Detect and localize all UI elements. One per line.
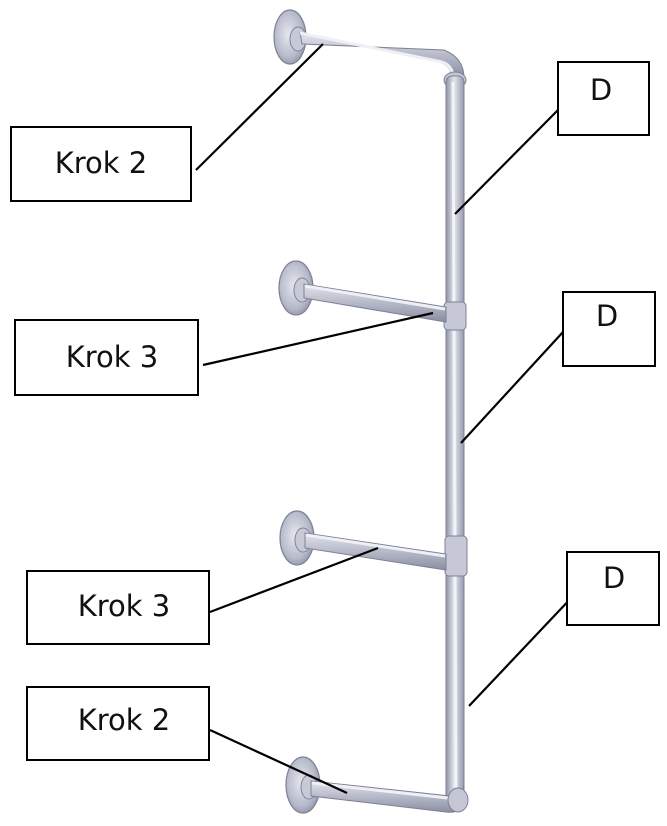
leader-krok2-bottom xyxy=(209,729,348,794)
bottom-arm xyxy=(285,756,469,814)
leader-krok3-upper xyxy=(202,311,434,367)
collar-2 xyxy=(444,535,468,577)
leader-d-middle xyxy=(460,331,564,444)
label-d-top-text: D xyxy=(590,73,612,107)
middle-lower-arm-pipe xyxy=(304,532,447,571)
pipe-structure xyxy=(273,9,469,814)
label-d-middle-text: D xyxy=(596,299,618,333)
leader-lines xyxy=(195,43,575,794)
label-krok3-upper-text: Krok 3 xyxy=(66,340,159,374)
bottom-elbow xyxy=(447,787,469,813)
label-krok2-top: Krok 2 xyxy=(10,126,192,202)
middle-arm-lower xyxy=(279,510,447,571)
label-d-top: D xyxy=(557,61,650,136)
label-krok3-upper: Krok 3 xyxy=(14,319,199,396)
collar-1 xyxy=(443,301,467,331)
label-krok2-bottom: Krok 2 xyxy=(26,686,210,761)
middle-upper-arm-pipe xyxy=(303,283,447,323)
top-arm xyxy=(273,9,467,89)
leader-d-bottom xyxy=(468,594,575,707)
leader-krok2-top xyxy=(195,43,324,171)
label-d-middle: D xyxy=(562,291,656,367)
label-krok3-lower: Krok 3 xyxy=(26,570,210,645)
label-d-bottom: D xyxy=(566,551,660,626)
leader-krok3-lower xyxy=(209,546,379,614)
label-krok2-bottom-text: Krok 2 xyxy=(78,703,171,737)
top-arm-pipe xyxy=(299,32,465,79)
middle-arm-upper xyxy=(278,260,447,323)
leader-d-top xyxy=(454,109,559,215)
label-krok2-top-text: Krok 2 xyxy=(55,146,148,180)
label-krok3-lower-text: Krok 3 xyxy=(78,589,171,623)
label-d-bottom-text: D xyxy=(603,561,625,595)
